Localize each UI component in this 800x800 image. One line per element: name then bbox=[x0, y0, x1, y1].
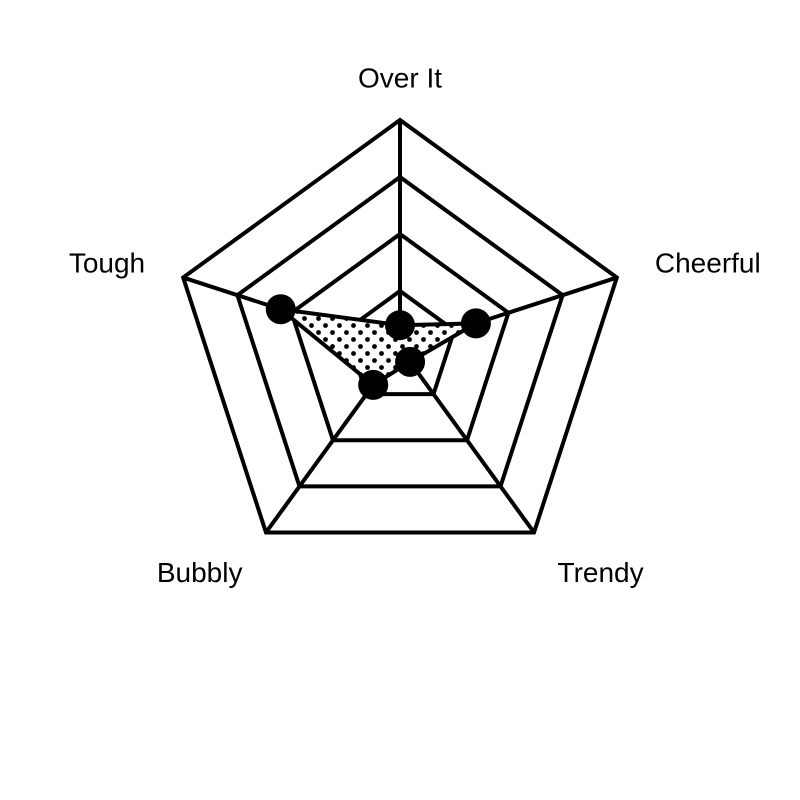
data-point-cheerful bbox=[460, 308, 491, 339]
data-point-tough bbox=[265, 294, 296, 325]
data-point-over-it bbox=[385, 310, 415, 341]
data-point-bubbly bbox=[358, 369, 389, 400]
grid-ring-2 bbox=[289, 231, 511, 443]
data-point-trendy bbox=[395, 346, 426, 377]
axis-label-bubbly: Bubbly bbox=[157, 557, 243, 588]
axis-label-cheerful: Cheerful bbox=[655, 248, 761, 279]
grid-ring-3 bbox=[235, 174, 565, 489]
radar-series bbox=[265, 294, 491, 400]
axis-label-trendy: Trendy bbox=[558, 557, 644, 588]
axis-label-tough: Tough bbox=[69, 248, 145, 279]
axis-label-over-it: Over It bbox=[358, 62, 442, 93]
grid-ring-4 bbox=[180, 117, 620, 535]
